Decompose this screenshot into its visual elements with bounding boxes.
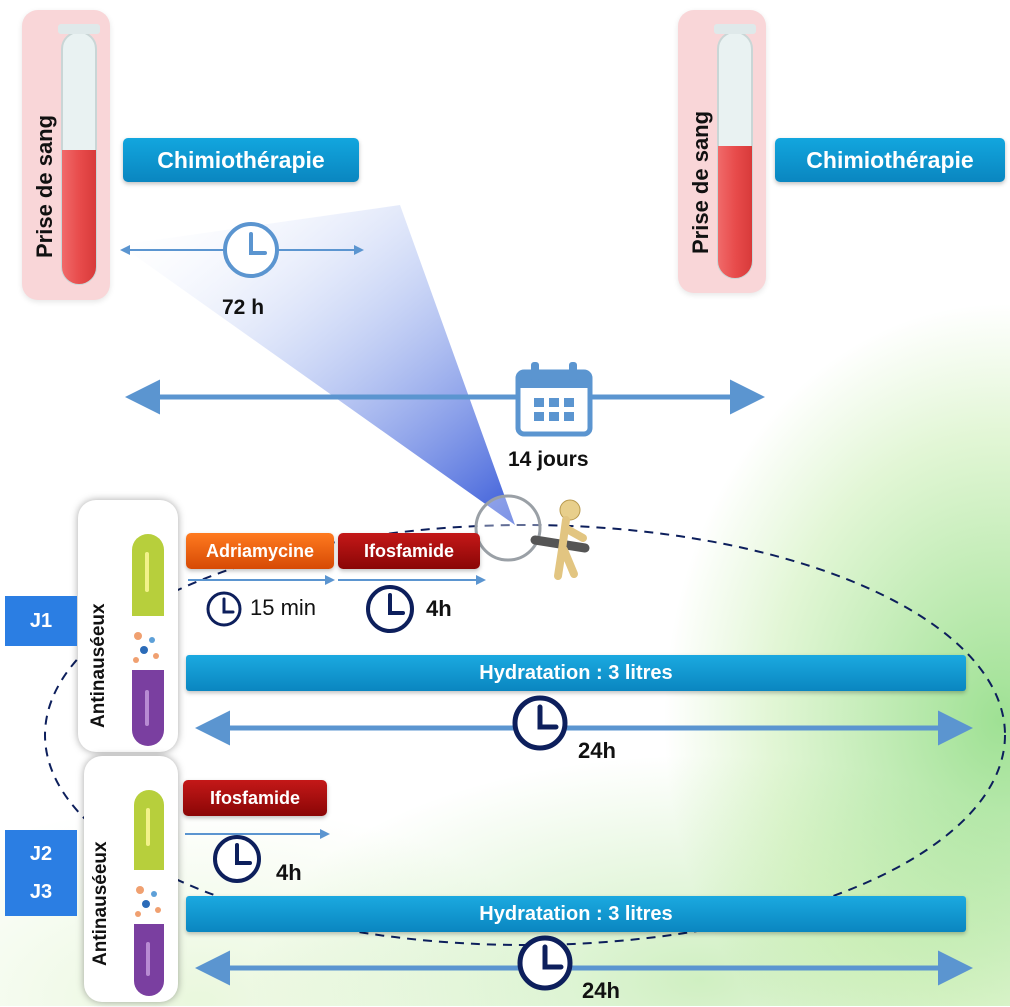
capsule-icon — [132, 534, 164, 746]
capsule-icon — [134, 790, 164, 996]
ifosfamide-duration: 4h — [426, 596, 452, 621]
antiemetic-card-day1: Antinauséeux — [78, 500, 178, 752]
day-badge-j2-j3: J2 J3 — [5, 830, 77, 916]
drug-adriamycine: Adriamycine — [186, 533, 334, 569]
blood-test-label: Prise de sang — [688, 110, 713, 254]
hydration-bar-day1: Hydratation : 3 litres — [186, 655, 966, 691]
clock-icon — [206, 591, 242, 627]
magnifier-figure-icon — [474, 494, 590, 580]
chemotherapy-label-right: Chimiothérapie — [775, 138, 1005, 182]
calendar-icon — [515, 362, 593, 437]
hydration-bar-day23: Hydratation : 3 litres — [186, 896, 966, 932]
chemotherapy-label-left: Chimiothérapie — [123, 138, 359, 182]
adriamycine-duration: 15 min — [250, 595, 317, 620]
blood-tube-icon — [58, 24, 100, 285]
day-label-j3: J3 — [29, 881, 53, 903]
day-label-j2: J2 — [29, 843, 53, 865]
clock-icon — [223, 222, 279, 278]
blood-test-card-left: Prise de sang — [22, 10, 110, 300]
antiemetic-card-day23: Antinauséeux — [84, 756, 178, 1002]
clock-icon — [213, 835, 261, 883]
day-badge-j1: J1 — [5, 596, 77, 646]
blood-test-label: Prise de sang — [32, 114, 57, 258]
interval-72h: 72 h — [222, 296, 265, 319]
spotlight-beam — [120, 205, 515, 525]
hydration-duration-day23: 24h — [582, 978, 620, 1003]
antiemetic-label: Antinauséeux — [90, 841, 111, 966]
blood-test-card-right: Prise de sang — [678, 10, 766, 293]
drug-ifosfamide: Ifosfamide — [338, 533, 480, 569]
day-label: J1 — [29, 610, 53, 632]
clock-icon — [366, 585, 414, 633]
clock-icon — [512, 695, 568, 751]
ifosfamide-duration-day23: 4h — [276, 860, 302, 885]
antiemetic-label: Antinauséeux — [88, 603, 109, 728]
blood-tube-icon — [714, 24, 756, 279]
interval-14-days: 14 jours — [508, 448, 589, 471]
drug-ifosfamide-day23: Ifosfamide — [183, 780, 327, 816]
hydration-duration-day1: 24h — [578, 738, 616, 763]
clock-icon — [517, 935, 573, 991]
